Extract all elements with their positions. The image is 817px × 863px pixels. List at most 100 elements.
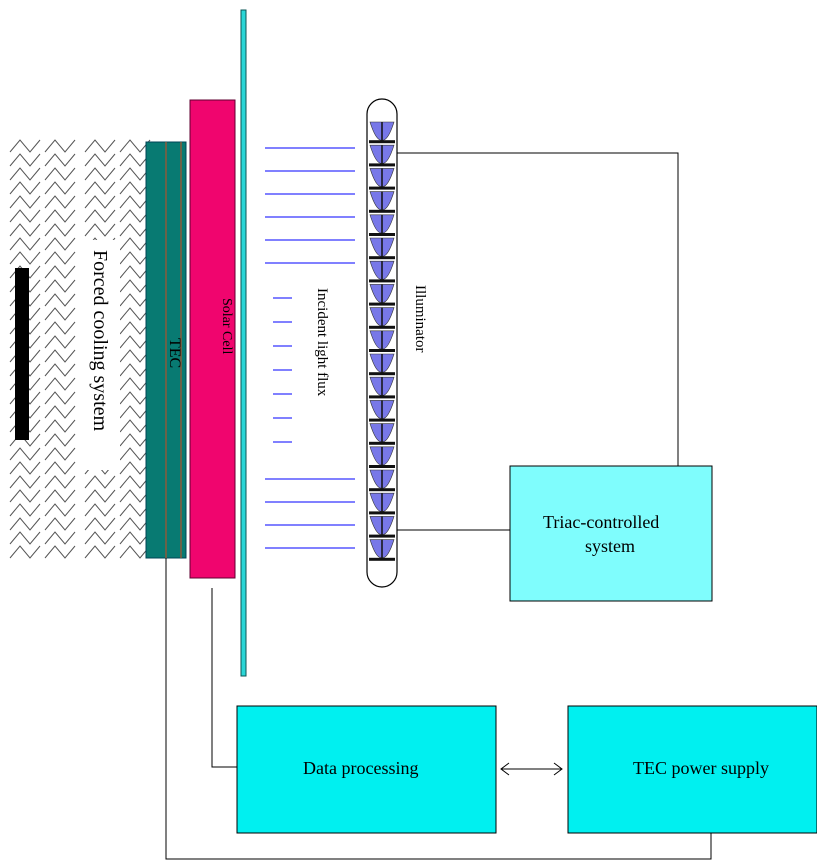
- cooling-fin: [84, 517, 116, 531]
- cooling-fin: [9, 531, 41, 545]
- triac-system-box: [509, 465, 713, 602]
- cooling-fin: [119, 223, 151, 237]
- cooling-fin: [119, 293, 151, 307]
- cooling-fin: [119, 517, 151, 531]
- cooling-fin: [44, 363, 76, 377]
- illuminator-band: [369, 233, 395, 236]
- cooling-fin: [44, 181, 76, 195]
- cooling-fin: [119, 545, 151, 559]
- cooling-fin: [119, 461, 151, 475]
- solar-cell: [189, 99, 236, 579]
- cooling-fin: [9, 447, 41, 461]
- cooling-fin: [44, 503, 76, 517]
- illuminator-band: [369, 418, 395, 422]
- cooling-fin: [44, 349, 76, 363]
- cooling-fin: [119, 433, 151, 447]
- cooling-fin: [119, 391, 151, 405]
- illuminator-band: [369, 209, 395, 213]
- wire-tec-to-power: [165, 558, 712, 860]
- cooling-fin: [84, 489, 116, 503]
- cooling-fin: [9, 181, 41, 195]
- cooling-fin: [84, 531, 116, 545]
- wire-solar-to-data: [211, 588, 237, 768]
- cooling-fin: [119, 265, 151, 279]
- illuminator-segments: [369, 121, 395, 561]
- glass-plate: [240, 9, 247, 677]
- cooling-fin: [44, 475, 76, 489]
- illuminator-band: [369, 186, 395, 190]
- cooling-fin: [9, 195, 41, 209]
- cooling-fin: [84, 139, 116, 153]
- illuminator-band: [369, 441, 395, 445]
- cooling-fin: [44, 237, 76, 251]
- illuminator-band: [369, 395, 395, 399]
- cooling-fin: [119, 489, 151, 503]
- wiring: [165, 152, 712, 860]
- cooling-fin: [84, 153, 116, 167]
- cooling-fin: [84, 209, 116, 223]
- triac-label-line2: system: [585, 536, 635, 556]
- cooling-fin: [119, 251, 151, 265]
- illuminator-label: Illuminator: [412, 285, 428, 353]
- cooling-fin: [119, 279, 151, 293]
- tec-power-supply-label: TEC power supply: [633, 758, 769, 778]
- cooling-fin: [119, 321, 151, 335]
- illuminator-band: [369, 349, 395, 352]
- incident-flux-label: Incident light flux: [314, 288, 330, 397]
- cooling-fin: [44, 461, 76, 475]
- cooling-fin: [9, 167, 41, 181]
- illuminator-lamp: [366, 98, 398, 588]
- illuminator-band: [369, 163, 395, 167]
- cooling-fin: [44, 321, 76, 335]
- cooling-fin: [9, 153, 41, 167]
- illuminator-band: [369, 488, 395, 492]
- cooling-fin: [44, 223, 76, 237]
- cooling-fin: [44, 153, 76, 167]
- cooling-fin: [44, 531, 76, 545]
- illuminator-band: [369, 557, 395, 561]
- illuminator-band: [369, 325, 395, 329]
- forced-cooling-label-bg: [80, 240, 120, 470]
- cooling-fin: [119, 195, 151, 209]
- wire-lamp-top-to-triac: [397, 152, 679, 466]
- cooling-fin: [119, 419, 151, 433]
- cooling-fin: [119, 167, 151, 181]
- illuminator-band: [369, 372, 395, 376]
- cooling-bar: [15, 268, 29, 440]
- cooling-fin: [9, 489, 41, 503]
- cooling-fin: [44, 279, 76, 293]
- tec-label: TEC: [166, 338, 183, 368]
- cooling-fin: [44, 251, 76, 265]
- bidirectional-arrow: [500, 762, 563, 776]
- cooling-fin: [44, 293, 76, 307]
- cooling-fin: [44, 265, 76, 279]
- cooling-fin: [119, 363, 151, 377]
- cooling-fin: [44, 489, 76, 503]
- data-processing-box: [236, 705, 497, 834]
- tec-power-supply-box: [567, 705, 817, 834]
- cooling-fin: [84, 167, 116, 181]
- cooling-fin: [84, 475, 116, 489]
- cooling-fin: [119, 139, 151, 153]
- cooling-fin: [119, 531, 151, 545]
- cooling-fin: [119, 503, 151, 517]
- cooling-fin: [9, 517, 41, 531]
- cooling-fin: [44, 517, 76, 531]
- illuminator-band: [369, 140, 395, 144]
- cooling-fin: [119, 237, 151, 251]
- forced-cooling-label: Forced cooling system: [89, 250, 111, 432]
- cooling-fin: [44, 167, 76, 181]
- cooling-fin: [44, 419, 76, 433]
- cooling-fin: [44, 377, 76, 391]
- cooling-fin: [119, 349, 151, 363]
- incident-flux-lines: [265, 147, 355, 549]
- cooling-fin: [119, 335, 151, 349]
- cooling-fin: [9, 503, 41, 517]
- cooling-fin: [84, 181, 116, 195]
- illuminator-band: [369, 256, 395, 260]
- cooling-fin: [84, 503, 116, 517]
- cooling-fin: [119, 377, 151, 391]
- cooling-fin: [9, 139, 41, 153]
- cooling-fin: [44, 433, 76, 447]
- cooling-fin: [44, 391, 76, 405]
